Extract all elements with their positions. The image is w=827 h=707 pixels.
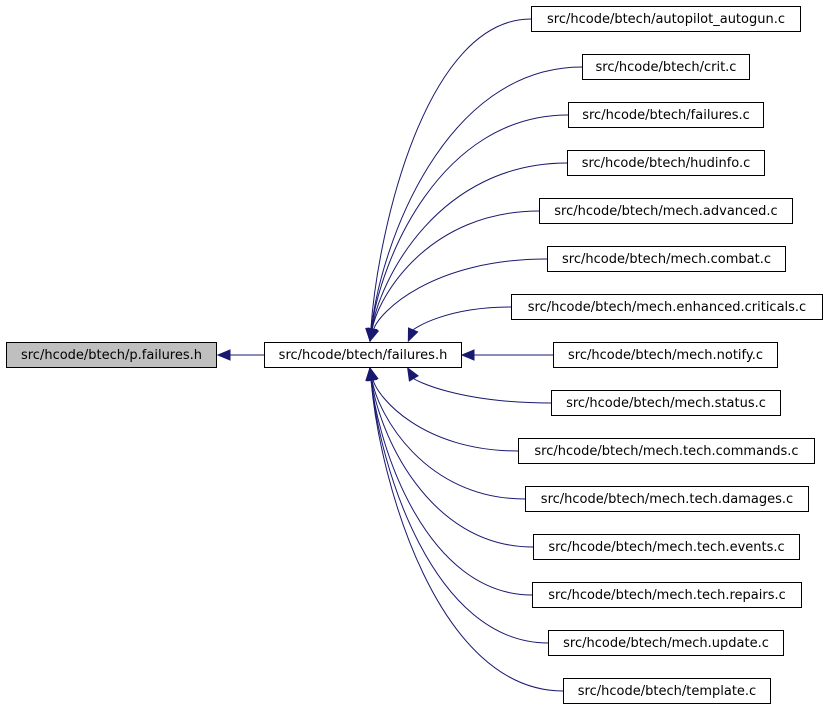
nodes: src/hcode/btech/p.failures.h src/hcode/bt… xyxy=(6,6,823,704)
edge-line xyxy=(373,258,548,330)
node-includer-box xyxy=(532,582,802,608)
edge-includer-to-hub xyxy=(366,366,526,500)
node-includer-label: src/hcode/btech/mech.status.c xyxy=(566,396,766,411)
node-includer[interactable]: src/hcode/btech/mech.tech.repairs.c xyxy=(532,582,802,608)
edge-includer-to-hub xyxy=(366,210,540,343)
node-includer-label: src/hcode/btech/crit.c xyxy=(596,60,737,75)
edge-arrowhead xyxy=(368,327,380,343)
node-includer-box xyxy=(533,534,800,560)
edge-line xyxy=(371,210,540,330)
node-includer-box xyxy=(568,102,764,128)
node-includer-label: src/hcode/btech/mech.notify.c xyxy=(568,348,763,363)
node-includer[interactable]: src/hcode/btech/autopilot_autogun.c xyxy=(531,6,801,32)
edges xyxy=(216,18,583,692)
edge-line xyxy=(370,114,569,330)
edge-line xyxy=(370,66,583,330)
edge-includer-to-hub xyxy=(407,366,552,404)
node-includer[interactable]: src/hcode/btech/mech.tech.commands.c xyxy=(518,438,815,464)
node-includer-box xyxy=(563,678,771,704)
node-includer[interactable]: src/hcode/btech/mech.update.c xyxy=(548,630,784,656)
node-includer-box xyxy=(525,486,809,512)
node-includer-box xyxy=(548,630,784,656)
edge-includer-to-hub xyxy=(365,366,549,644)
node-root-label: src/hcode/btech/p.failures.h xyxy=(21,348,202,363)
edge-includer-to-hub xyxy=(365,18,532,343)
node-includer[interactable]: src/hcode/btech/failures.c xyxy=(568,102,764,128)
node-includer-box xyxy=(547,246,786,272)
node-includer-label: src/hcode/btech/mech.advanced.c xyxy=(554,204,777,219)
edge-includer-to-hub xyxy=(368,258,548,343)
node-includer-box xyxy=(539,198,793,224)
node-includer[interactable]: src/hcode/btech/mech.enhanced.criticals.… xyxy=(511,294,823,320)
node-includer-box xyxy=(511,294,823,320)
edge-line xyxy=(371,379,534,548)
node-hub[interactable]: src/hcode/btech/failures.h xyxy=(264,342,462,368)
node-root-box xyxy=(6,342,217,368)
edge-line xyxy=(371,162,568,330)
edge-line xyxy=(370,379,533,596)
edge-line xyxy=(371,379,526,500)
edge-arrowhead xyxy=(216,349,231,361)
node-includer[interactable]: src/hcode/btech/mech.tech.events.c xyxy=(533,534,800,560)
node-includer-box xyxy=(582,54,750,80)
node-includer-label: src/hcode/btech/failures.c xyxy=(582,108,750,123)
edge-line xyxy=(413,377,552,404)
node-includer[interactable]: src/hcode/btech/hudinfo.c xyxy=(567,150,765,176)
edge-line xyxy=(370,18,532,330)
edge-hub-to-root xyxy=(216,349,264,361)
node-includer-box xyxy=(518,438,815,464)
node-includer-box xyxy=(567,150,765,176)
edge-line xyxy=(372,379,519,452)
edge-arrowhead xyxy=(407,366,419,382)
node-includer[interactable]: src/hcode/btech/mech.notify.c xyxy=(553,342,778,368)
edge-line xyxy=(370,379,564,692)
node-includer[interactable]: src/hcode/btech/mech.combat.c xyxy=(547,246,786,272)
node-includer-label: src/hcode/btech/hudinfo.c xyxy=(582,156,751,171)
edge-line xyxy=(412,306,512,331)
node-includer-label: src/hcode/btech/mech.combat.c xyxy=(562,252,771,267)
edge-includer-to-hub xyxy=(407,306,512,343)
edge-line xyxy=(370,379,549,644)
node-includer[interactable]: src/hcode/btech/mech.status.c xyxy=(551,390,781,416)
node-includer[interactable]: src/hcode/btech/template.c xyxy=(563,678,771,704)
node-includer-label: src/hcode/btech/autopilot_autogun.c xyxy=(547,12,785,27)
edge-includer-to-hub xyxy=(460,349,553,361)
node-includer-label: src/hcode/btech/mech.tech.damages.c xyxy=(541,492,793,507)
edge-includer-to-hub xyxy=(365,366,534,548)
node-includer-box xyxy=(553,342,778,368)
node-hub-box xyxy=(264,342,462,368)
node-includer[interactable]: src/hcode/btech/mech.advanced.c xyxy=(539,198,793,224)
node-includer-box xyxy=(531,6,801,32)
node-includer[interactable]: src/hcode/btech/mech.tech.damages.c xyxy=(525,486,809,512)
node-includer-label: src/hcode/btech/mech.enhanced.criticals.… xyxy=(528,300,806,315)
node-hub-label: src/hcode/btech/failures.h xyxy=(279,348,448,363)
node-includer-label: src/hcode/btech/template.c xyxy=(578,684,756,699)
node-includer-label: src/hcode/btech/mech.tech.commands.c xyxy=(534,444,798,459)
edge-includer-to-hub xyxy=(365,366,533,596)
node-root[interactable]: src/hcode/btech/p.failures.h xyxy=(6,342,217,368)
node-includer-box xyxy=(551,390,781,416)
node-includer-label: src/hcode/btech/mech.tech.events.c xyxy=(548,540,784,555)
node-includer-label: src/hcode/btech/mech.update.c xyxy=(563,636,769,651)
node-includer[interactable]: src/hcode/btech/crit.c xyxy=(582,54,750,80)
edge-arrowhead xyxy=(365,366,377,381)
node-includer-label: src/hcode/btech/mech.tech.repairs.c xyxy=(548,588,786,603)
edge-includer-to-hub xyxy=(367,366,519,452)
edge-includer-to-hub xyxy=(365,366,564,692)
edge-arrowhead xyxy=(460,349,475,361)
edge-arrowhead xyxy=(407,327,419,343)
